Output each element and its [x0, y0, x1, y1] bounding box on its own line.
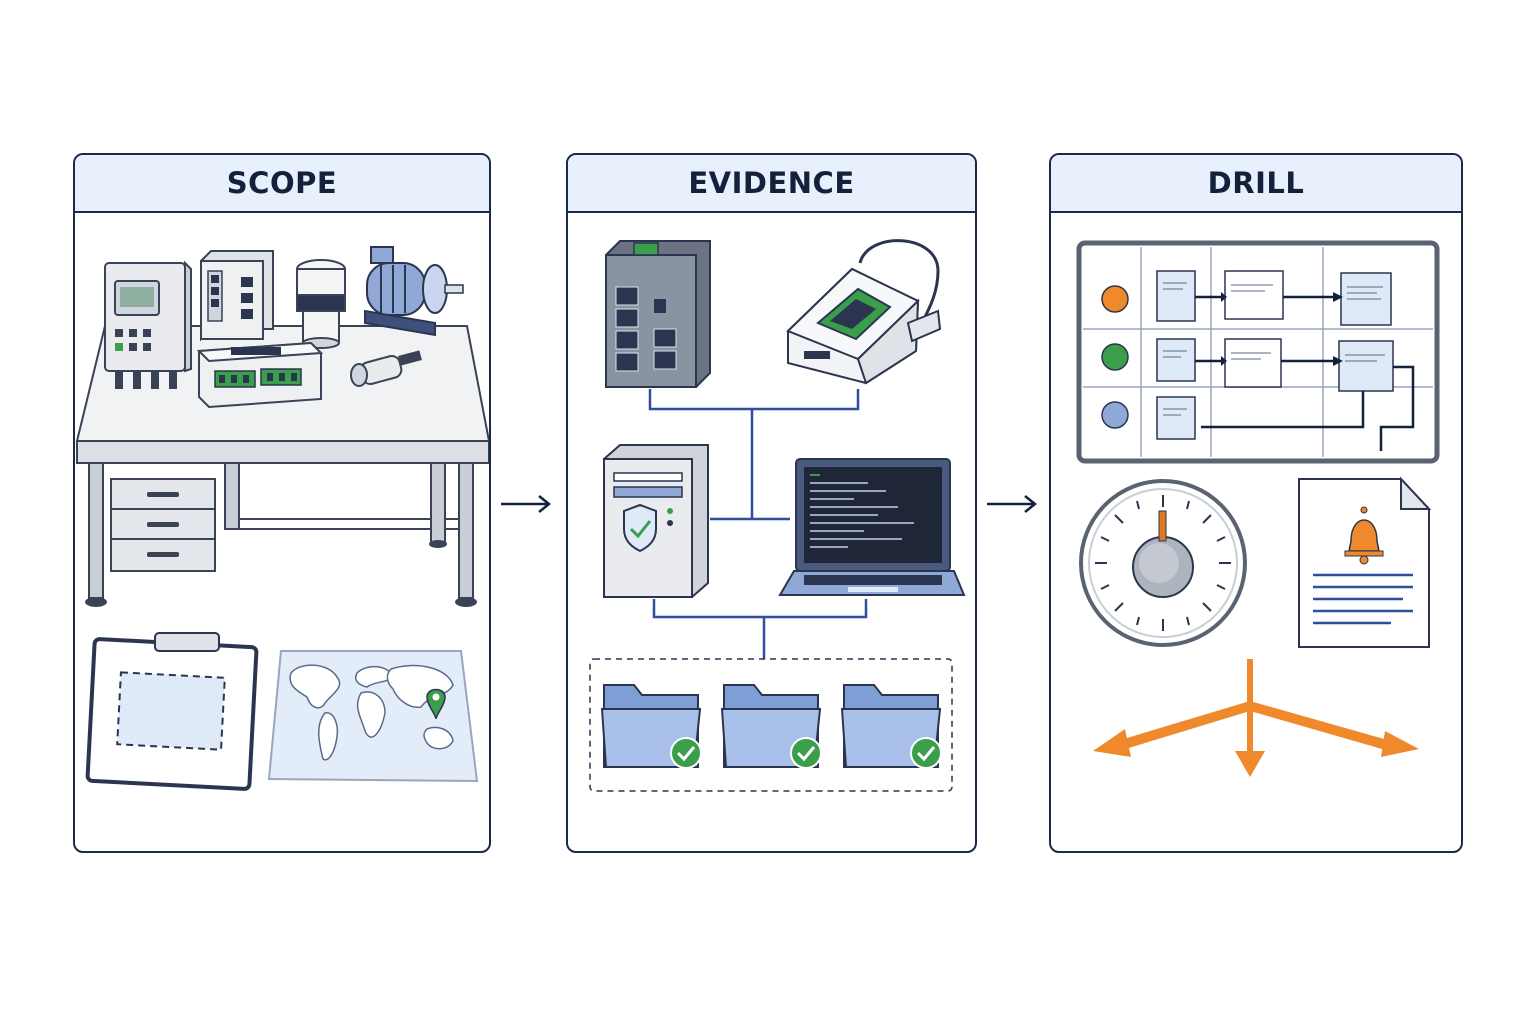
- timer-dial-icon: [1079, 479, 1247, 647]
- scope-header: SCOPE: [75, 155, 489, 213]
- world-map-icon: [267, 650, 479, 783]
- location-pin-icon: [426, 688, 446, 720]
- laptop-terminal-icon: [778, 458, 966, 596]
- stack-light-icon: [296, 259, 346, 349]
- electric-motor-icon: [364, 246, 464, 337]
- drill-illustration: [1076, 240, 1440, 777]
- sensor-icon: [350, 350, 422, 387]
- drill-title: DRILL: [1207, 166, 1305, 200]
- branching-arrows-icon: [1093, 659, 1419, 777]
- swimlane-board-icon: [1076, 240, 1440, 464]
- alert-document-icon: [1298, 476, 1432, 648]
- flow-arrow-scope-to-evidence: [501, 495, 552, 513]
- verified-folder-icon: [720, 684, 822, 769]
- network-switch-icon: [605, 240, 711, 388]
- io-module-icon: [196, 341, 324, 409]
- scope-illustration: [75, 246, 489, 791]
- evidence-header: EVIDENCE: [568, 155, 975, 213]
- controller-device-icon: [104, 260, 192, 389]
- verified-folder-icon: [840, 684, 942, 769]
- evidence-panel: EVIDENCE: [566, 153, 977, 853]
- evidence-collection-box: [589, 658, 953, 792]
- drill-panel: DRILL: [1049, 153, 1463, 853]
- evidence-illustration: [589, 239, 966, 792]
- capture-device-icon: [786, 239, 942, 385]
- verified-folder-icon: [600, 684, 702, 769]
- scope-title: SCOPE: [226, 166, 338, 200]
- clipboard-icon: [85, 632, 259, 791]
- scope-panel: SCOPE: [73, 153, 491, 853]
- evidence-title: EVIDENCE: [688, 166, 855, 200]
- network-switch-icon: [200, 250, 274, 342]
- drill-header: DRILL: [1051, 155, 1461, 213]
- flow-arrow-evidence-to-drill: [987, 495, 1038, 513]
- server-shield-icon: [603, 444, 709, 598]
- network-connection-lines: [648, 389, 868, 659]
